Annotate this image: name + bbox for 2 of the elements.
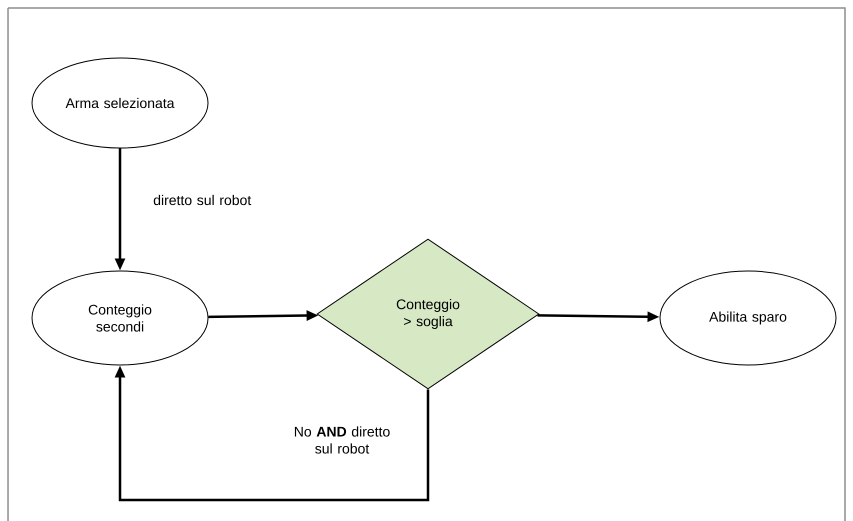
edge-label: diretto sul robot <box>154 194 252 206</box>
edge-label: No AND diretto sul robot <box>294 426 390 454</box>
